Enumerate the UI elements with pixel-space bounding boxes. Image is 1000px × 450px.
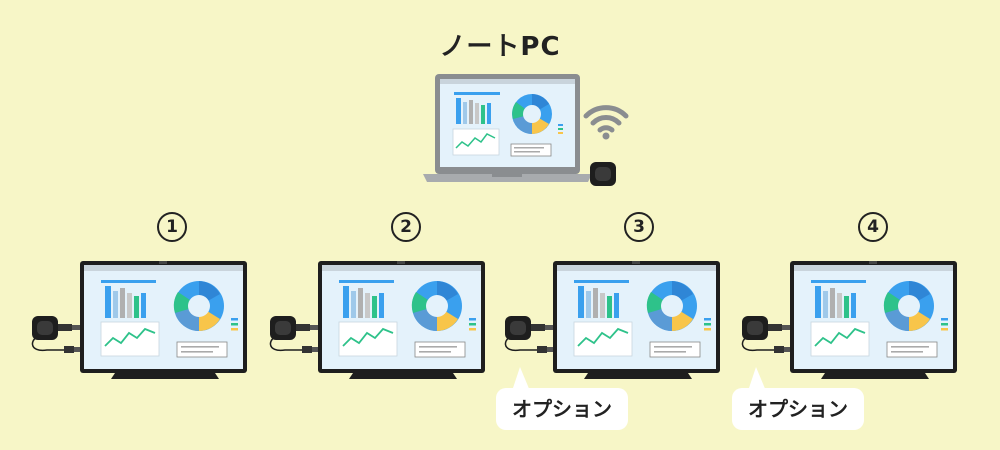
option-callout-tail-3 [512, 367, 530, 391]
display-station-1 [27, 258, 252, 383]
receiver-dongle-icon [31, 316, 80, 353]
page-title: ノートPC [439, 32, 561, 62]
monitor-icon [790, 261, 957, 379]
station-number-1: 1 [152, 210, 192, 242]
display-station-2 [265, 258, 490, 383]
option-label-3: オプション [496, 388, 628, 430]
laptop-icon [423, 74, 592, 182]
option-label-4: オプション [732, 388, 864, 430]
receiver-dongle-icon [269, 316, 318, 353]
option-callout-tail-4 [748, 367, 766, 391]
display-station-4 [737, 258, 962, 383]
monitor-icon [80, 261, 247, 379]
receiver-dongle-icon [504, 316, 553, 353]
transmitter-dongle-icon [590, 162, 616, 186]
wifi-icon [583, 105, 629, 140]
monitor-icon [553, 261, 720, 379]
station-number-3: 3 [619, 210, 659, 242]
station-number-2: 2 [386, 210, 426, 242]
station-number-4: 4 [853, 210, 893, 242]
display-station-3 [500, 258, 725, 383]
monitor-icon [318, 261, 485, 379]
receiver-dongle-icon [741, 316, 790, 353]
